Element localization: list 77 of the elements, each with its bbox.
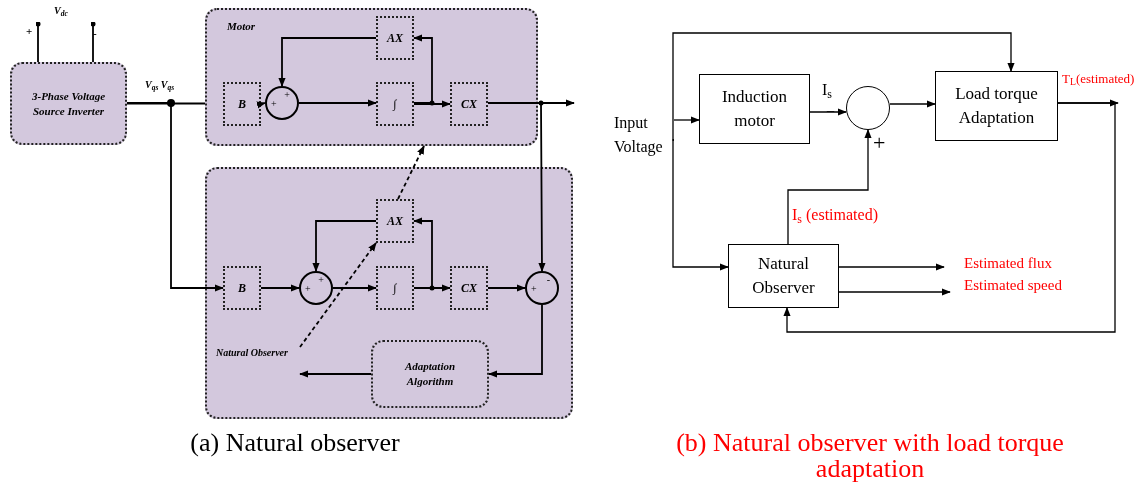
arrow [488,304,543,378]
arrow [260,284,300,292]
arrow [672,139,729,271]
arrow [332,284,377,292]
block-label: Adaptation Algorithm [403,359,457,389]
caption: (b) Natural observer with load torque adaptation [675,430,1065,482]
sign-label: + [305,284,311,294]
process-box [10,62,127,145]
arrow [126,102,224,292]
edge-label: Estimated speed [964,278,1062,293]
arrow [299,370,372,378]
block-label: CX [461,280,477,297]
block [376,16,414,60]
summing-junction [525,271,559,305]
process-box [699,74,810,144]
sign-label: + [531,284,537,294]
block [376,266,414,310]
arrow [413,217,433,289]
block-label: AX [387,213,403,230]
block-label: CX [461,96,477,113]
label: V$_{dc}$ [54,6,68,16]
block [223,266,261,310]
process-box [728,244,839,308]
arrow [413,100,451,108]
block-label: Induction motor [720,86,789,132]
block-label: B [238,280,246,297]
block-label: Load torque Adaptation [954,83,1039,129]
arrow [672,32,1015,141]
arrow [299,242,377,348]
block-label: AX [387,30,403,47]
group-panel [205,167,573,419]
caption: (a) Natural observer [189,430,401,456]
block-label: 3-Phase Voltage Source Inverter [31,88,106,119]
block [450,266,488,310]
group-panel [205,8,538,146]
process-box [371,340,489,408]
block [223,82,261,126]
arrow [397,145,425,200]
sign-label: + [284,90,290,100]
arrow [312,220,377,272]
input-label: Input Voltage [614,114,663,155]
arrow [413,34,433,104]
block [376,82,414,126]
arrow [673,116,700,124]
label: + [873,132,886,154]
arrow [838,263,945,271]
terminal-sign: - [93,27,97,39]
summing-junction [265,86,299,120]
arrow [298,99,377,107]
process-box [935,71,1058,141]
arrow [838,288,951,296]
edge-label: I$_{s}$ (estimated) [792,207,878,223]
summing-junction [299,271,333,305]
group-title: Motor [227,19,256,34]
edge-label: Estimated flux [964,256,1052,271]
arrow [278,37,377,87]
label: − [826,104,836,120]
edge-label: I$_{s}$ [822,82,832,98]
block [450,82,488,126]
group-title: Natural Observer [216,347,288,358]
block-label: ∫ [393,96,397,113]
block-label: Natural Observer [751,253,816,299]
block-label: B [238,96,246,113]
arrow [889,100,936,108]
arrow [787,129,872,245]
sign-label: + [271,99,277,109]
block-label: ∫ [393,280,397,297]
sign-label: + [318,275,324,285]
terminal-sign: + [26,25,33,37]
arrow [256,101,266,109]
edge-label: T$_{L}$(estimated) [1062,72,1135,85]
arrow [783,102,1116,333]
block [376,199,414,243]
label: V$_{qs}$ V$_{qs}$ [145,80,175,90]
arrow [809,108,847,116]
arrow [487,284,526,292]
sign-label: - [546,275,550,285]
